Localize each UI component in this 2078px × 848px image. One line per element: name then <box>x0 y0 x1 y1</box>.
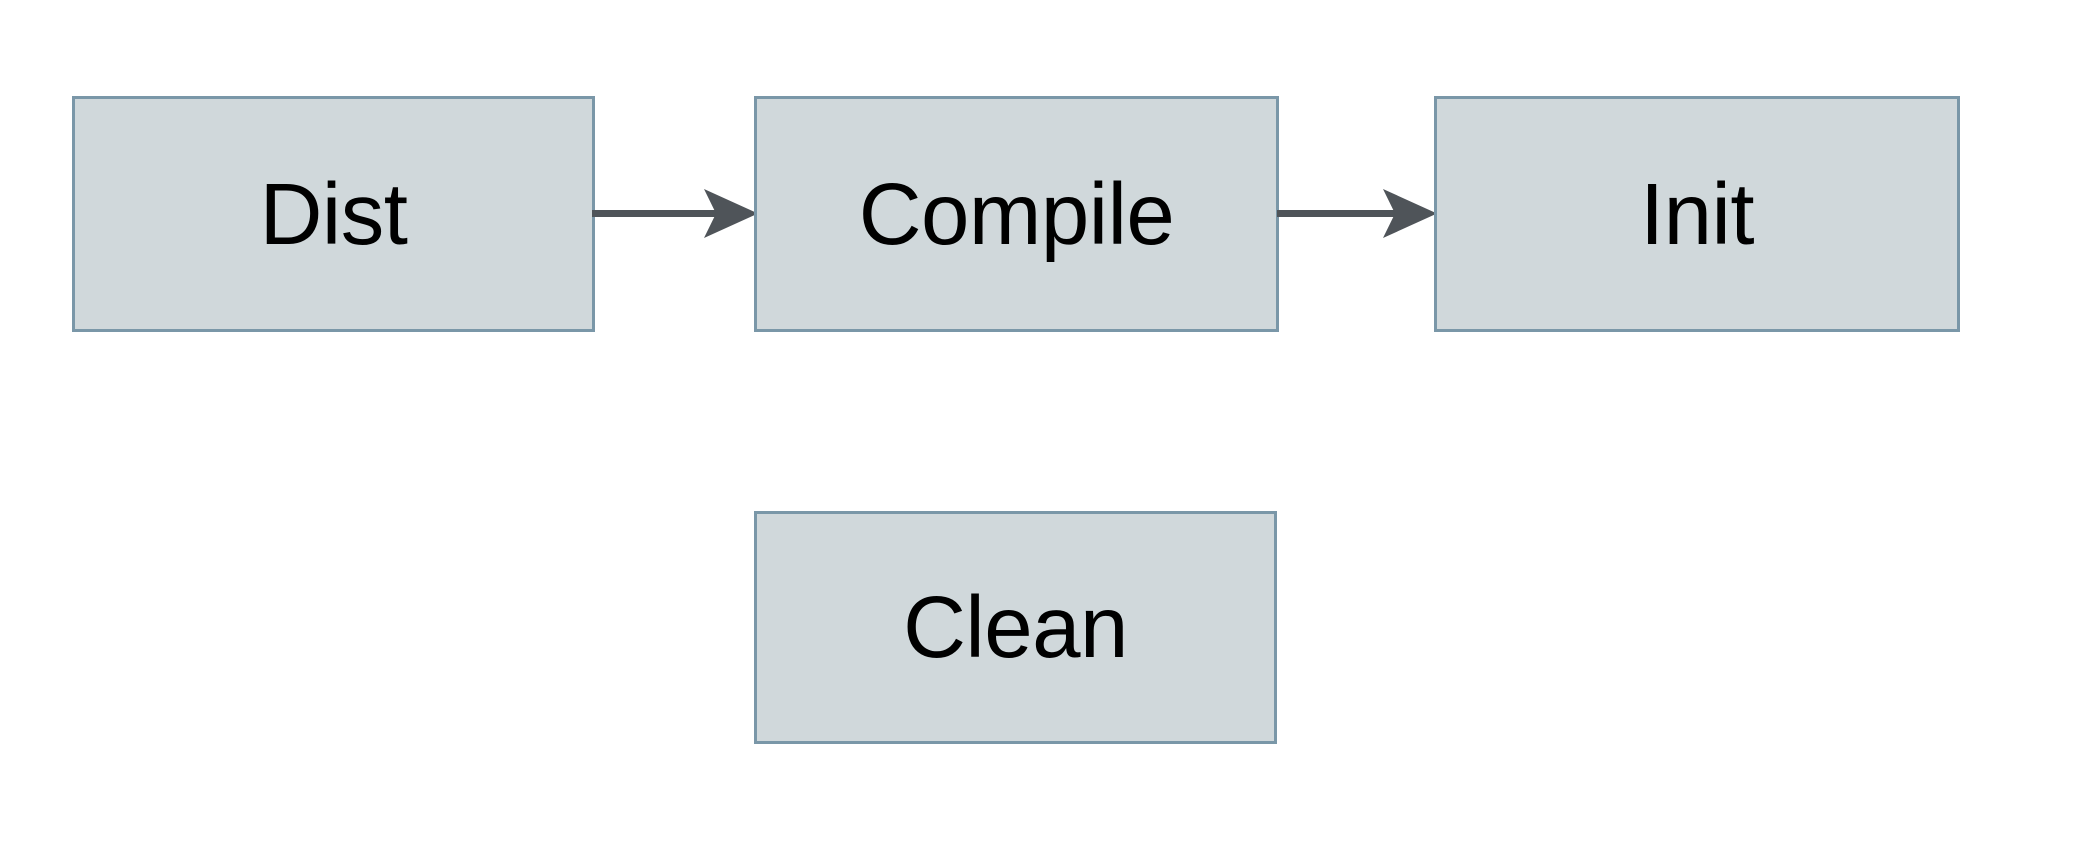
node-init[interactable]: Init <box>1434 96 1960 332</box>
arrow-head-icon <box>1383 189 1437 238</box>
node-clean-label: Clean <box>903 579 1128 676</box>
node-dist-label: Dist <box>259 165 408 263</box>
node-init-label: Init <box>1639 165 1755 263</box>
edge-dist-to-compile[interactable] <box>592 183 758 245</box>
node-dist[interactable]: Dist <box>72 96 595 332</box>
node-clean[interactable]: Clean <box>754 511 1277 744</box>
arrow-shaft-icon <box>1277 210 1399 217</box>
node-compile[interactable]: Compile <box>754 96 1279 332</box>
node-compile-label: Compile <box>858 165 1175 263</box>
arrow-head-icon <box>704 189 758 238</box>
arrow-shaft-icon <box>592 210 720 217</box>
edge-compile-to-init[interactable] <box>1277 183 1437 245</box>
